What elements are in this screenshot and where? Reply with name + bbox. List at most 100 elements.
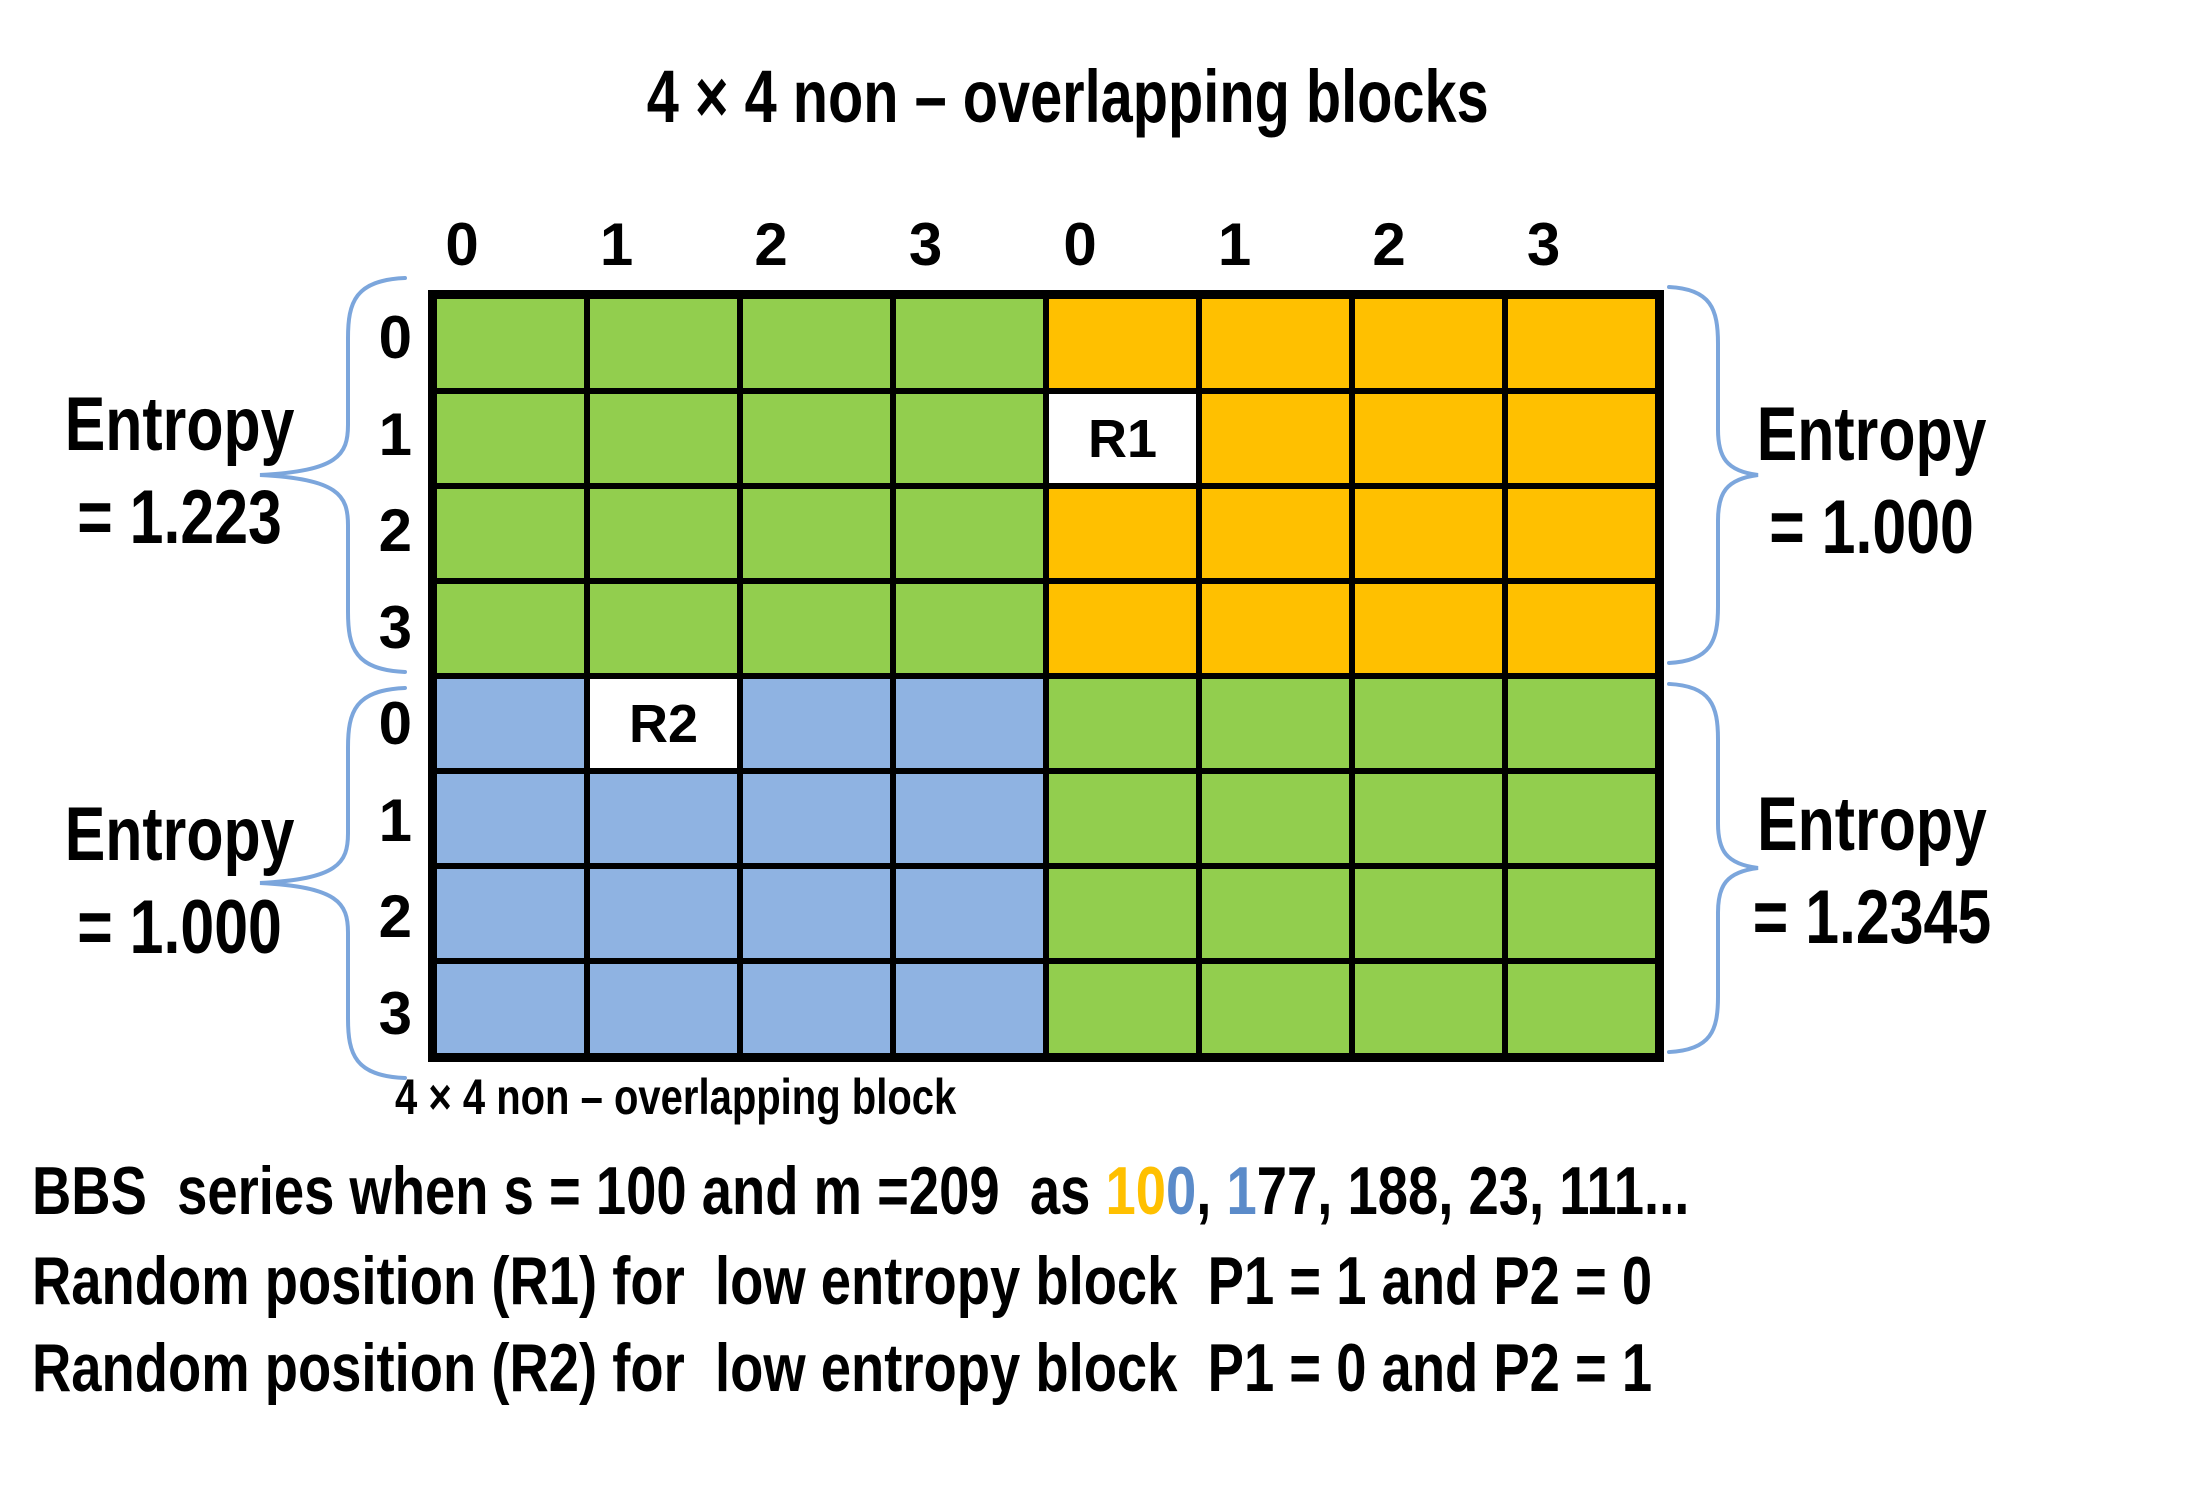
col-header-2: 2	[754, 211, 788, 278]
col-header-5: 1	[1217, 211, 1252, 278]
grid-cell-r0-c6	[1352, 296, 1505, 391]
entropy-word: Entropy	[65, 792, 295, 877]
entropy-value: = 1.000	[77, 885, 283, 970]
entropy-label-left-top: Entropy = 1.223	[20, 378, 340, 564]
grid-cell-r3-c4	[1046, 581, 1199, 676]
grid-cell-r6-c3	[893, 866, 1046, 961]
entropy-value: = 1.000	[1769, 485, 1975, 570]
row-header-7: 3	[378, 979, 412, 1047]
grid-cell-r7-c6	[1352, 961, 1505, 1056]
grid-cell-r2-c1	[587, 486, 740, 581]
grid-cell-r6-c5	[1199, 866, 1352, 961]
col-header-0: 0	[445, 211, 479, 278]
row-header-1: 1	[378, 400, 412, 468]
grid-cell-r1-c5	[1199, 391, 1352, 486]
random-position-r2-line: Random position (R2) for low entropy blo…	[32, 1330, 1653, 1406]
entropy-label-right-bottom: Entropy = 1.2345	[1712, 778, 2032, 964]
col-header-1: 1	[599, 211, 634, 278]
grid-cell-r0-c2	[740, 296, 893, 391]
grid-cell-r5-c7	[1505, 771, 1658, 866]
bbs-segment-2: 0	[1165, 1153, 1197, 1229]
grid-cell-r7-c3	[893, 961, 1046, 1056]
grid-cell-r0-c5	[1199, 296, 1352, 391]
grid-cell-r2-c2	[740, 486, 893, 581]
bbs-segment-1: 10	[1105, 1153, 1166, 1229]
grid-cell-r4-c7	[1505, 676, 1658, 771]
grid-cell-r7-c0	[434, 961, 587, 1056]
grid-cell-r1: R1	[1046, 391, 1199, 486]
grid-cell-r6-c7	[1505, 866, 1658, 961]
grid-cell-r1-c6	[1352, 391, 1505, 486]
grid-cell-r1-c2	[740, 391, 893, 486]
grid-cell-r4-c3	[893, 676, 1046, 771]
entropy-word: Entropy	[1757, 392, 1987, 477]
grid-cell-r5-c0	[434, 771, 587, 866]
grid-cell-r2-c5	[1199, 486, 1352, 581]
col-header-7: 3	[1526, 211, 1561, 278]
entropy-value: = 1.2345	[1752, 875, 1992, 960]
entropy-label-right-top: Entropy = 1.000	[1712, 388, 2032, 574]
grid-cell-r7-c7	[1505, 961, 1658, 1056]
bbs-segment-3: ,	[1196, 1153, 1227, 1229]
row-header-0: 0	[378, 304, 412, 371]
bbs-series-line: BBS series when s = 100 and m =209 as 10…	[32, 1150, 1689, 1232]
grid-cell-r0-c0	[434, 296, 587, 391]
grid-cell-r0-c7	[1505, 296, 1658, 391]
brace-left-top-icon	[259, 276, 407, 674]
grid-cell-r5-c5	[1199, 771, 1352, 866]
grid-cell-r1-c7	[1505, 391, 1658, 486]
col-header-3: 3	[908, 211, 943, 278]
brace-left-bottom-icon	[259, 685, 407, 1081]
grid-cell-r0-c1	[587, 296, 740, 391]
grid-cell-r4-c2	[740, 676, 893, 771]
grid-cell-r5-c3	[893, 771, 1046, 866]
grid-cell-r0-c4	[1046, 296, 1199, 391]
grid-cell-r7-c5	[1199, 961, 1352, 1056]
entropy-word: Entropy	[1757, 782, 1987, 867]
grid-cell-r3-c0	[434, 581, 587, 676]
figure-title-text: 4 × 4 non – overlapping blocks	[647, 55, 1489, 138]
col-header-4: 0	[1063, 211, 1097, 278]
grid-cell-r6-c1	[587, 866, 740, 961]
bbs-segment-0: BBS series when s = 100 and m =209 as	[32, 1153, 1106, 1229]
grid-cell-r3-c1	[587, 581, 740, 676]
grid-cell-r6-c2	[740, 866, 893, 961]
grid-cell-r4-c0	[434, 676, 587, 771]
col-header-6: 2	[1372, 211, 1406, 278]
grid-cell-r2-c7	[1505, 486, 1658, 581]
grid-cell-r2-c6	[1352, 486, 1505, 581]
entropy-label-left-bottom: Entropy = 1.000	[20, 788, 340, 974]
grid-cell-r2-c3	[893, 486, 1046, 581]
grid-cell-r7-c2	[740, 961, 893, 1056]
grid-cell-r7-c4	[1046, 961, 1199, 1056]
grid-cell-r4-c5	[1199, 676, 1352, 771]
row-header-2: 2	[378, 497, 412, 564]
grid-cell-r6-c4	[1046, 866, 1199, 961]
grid-cell-r2-c4	[1046, 486, 1199, 581]
grid-cell-r5-c1	[587, 771, 740, 866]
entropy-word: Entropy	[65, 382, 295, 467]
brace-right-bottom-icon	[1667, 681, 1759, 1055]
random-position-r1-line: Random position (R1) for low entropy blo…	[32, 1243, 1653, 1319]
grid-cell-r5-c4	[1046, 771, 1199, 866]
grid-caption: 4 × 4 non – overlapping block	[395, 1069, 957, 1125]
grid-cell-r3-c2	[740, 581, 893, 676]
row-header-6: 2	[378, 883, 412, 950]
row-header-3: 3	[378, 593, 412, 661]
grid-cell-r3-c3	[893, 581, 1046, 676]
bbs-segment-5: 77, 188, 23, 111...	[1256, 1153, 1690, 1229]
figure-title: 4 × 4 non – overlapping blocks	[0, 52, 2136, 142]
grid-cell-r6-c6	[1352, 866, 1505, 961]
brace-right-top-icon	[1667, 285, 1759, 665]
grid-cell-r5-c6	[1352, 771, 1505, 866]
row-header-5: 1	[378, 786, 412, 854]
grid-cell-r4-c6	[1352, 676, 1505, 771]
grid-cell-r4-c4	[1046, 676, 1199, 771]
grid-cell-r1-c1	[587, 391, 740, 486]
bbs-segment-4: 1	[1226, 1153, 1257, 1229]
grid-cell-r2-c0	[434, 486, 587, 581]
grid-cell-r2: R2	[587, 676, 740, 771]
grid-cell-r0-c3	[893, 296, 1046, 391]
entropy-value: = 1.223	[77, 475, 283, 560]
